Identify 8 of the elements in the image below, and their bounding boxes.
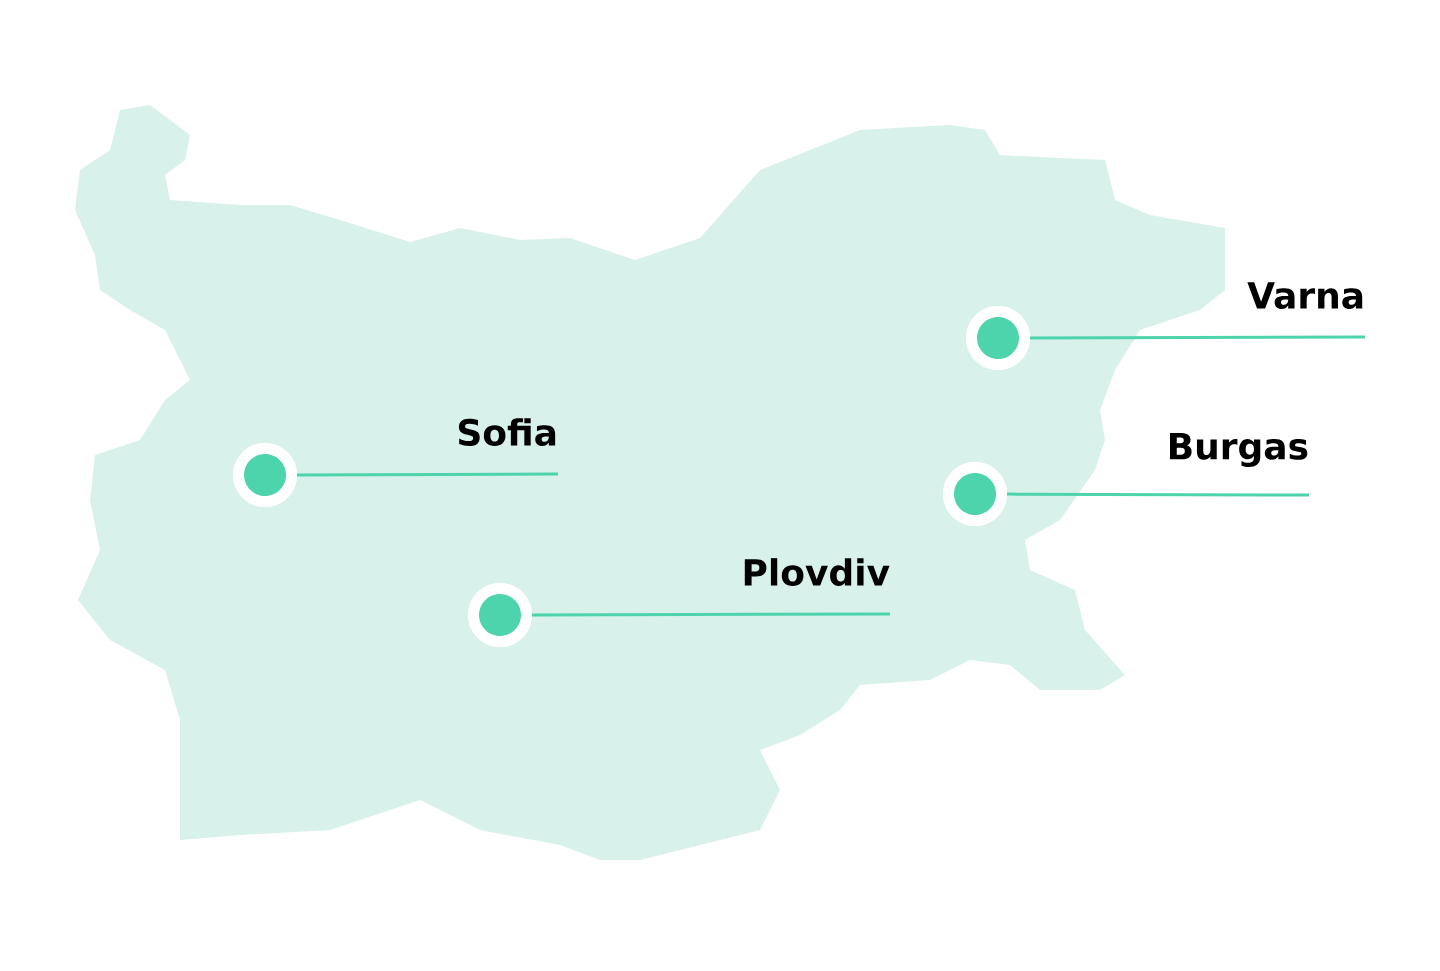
leader-line (1030, 335, 1365, 340)
city-label: Sofia (458, 418, 556, 446)
city-label: Burgas (1170, 433, 1308, 467)
leader-line (1007, 492, 1309, 497)
leader-line (532, 612, 890, 617)
city-label: Varna (1247, 282, 1363, 309)
leader-line (297, 472, 558, 477)
city-label: Plovdiv (744, 558, 890, 586)
